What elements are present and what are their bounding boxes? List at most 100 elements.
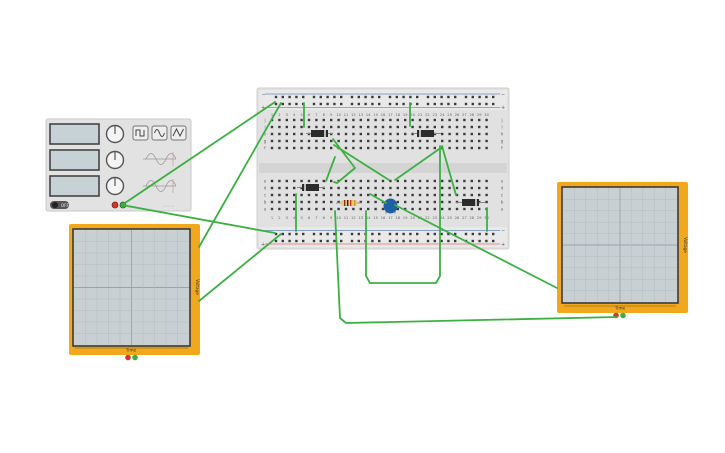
breadboard-hole[interactable] bbox=[404, 139, 407, 143]
breadboard-hole[interactable] bbox=[340, 232, 343, 236]
breadboard-hole[interactable] bbox=[448, 179, 451, 183]
breadboard-hole[interactable] bbox=[340, 95, 343, 99]
breadboard-hole[interactable] bbox=[374, 186, 377, 190]
breadboard-hole[interactable] bbox=[426, 118, 429, 122]
breadboard-hole[interactable] bbox=[389, 118, 392, 122]
breadboard-hole[interactable] bbox=[344, 186, 348, 190]
breadboard-hole[interactable] bbox=[295, 95, 298, 99]
breadboard-hole[interactable] bbox=[359, 118, 362, 122]
breadboard-hole[interactable] bbox=[293, 193, 296, 197]
probe-terminal-red[interactable] bbox=[125, 354, 131, 361]
function-generator[interactable]: OFF ▭ ▭ ▭ bbox=[45, 118, 192, 212]
breadboard-hole[interactable] bbox=[344, 193, 348, 197]
breadboard-hole[interactable] bbox=[409, 232, 412, 236]
breadboard-hole[interactable] bbox=[333, 102, 336, 106]
breadboard-hole[interactable] bbox=[359, 207, 362, 211]
breadboard-hole[interactable] bbox=[352, 193, 355, 197]
breadboard-hole[interactable] bbox=[402, 95, 405, 99]
breadboard-hole[interactable] bbox=[293, 179, 296, 183]
breadboard-hole[interactable] bbox=[418, 118, 422, 122]
breadboard-hole[interactable] bbox=[371, 102, 374, 106]
breadboard-hole[interactable] bbox=[433, 232, 436, 236]
breadboard-hole[interactable] bbox=[288, 95, 291, 99]
breadboard-hole[interactable] bbox=[492, 102, 495, 106]
breadboard-hole[interactable] bbox=[350, 95, 354, 99]
breadboard-hole[interactable] bbox=[463, 132, 466, 136]
breadboard-hole[interactable] bbox=[293, 125, 296, 129]
breadboard-hole[interactable] bbox=[411, 139, 414, 143]
breadboard-hole[interactable] bbox=[418, 200, 422, 204]
breadboard-hole[interactable] bbox=[426, 186, 429, 190]
breadboard-hole[interactable] bbox=[404, 186, 407, 190]
breadboard-hole[interactable] bbox=[312, 239, 316, 243]
breadboard-hole[interactable] bbox=[485, 232, 488, 236]
breadboard-hole[interactable] bbox=[340, 239, 343, 243]
breadboard-hole[interactable] bbox=[350, 239, 354, 243]
breadboard-hole[interactable] bbox=[470, 207, 473, 211]
breadboard-hole[interactable] bbox=[344, 139, 348, 143]
breadboard-hole[interactable] bbox=[389, 132, 392, 136]
breadboard-hole[interactable] bbox=[441, 193, 444, 197]
wire[interactable] bbox=[198, 233, 282, 302]
breadboard-hole[interactable] bbox=[344, 179, 348, 183]
breadboard-hole[interactable] bbox=[315, 125, 318, 129]
breadboard-hole[interactable] bbox=[285, 200, 288, 204]
breadboard-hole[interactable] bbox=[352, 118, 355, 122]
breadboard-hole[interactable] bbox=[404, 179, 407, 183]
breadboard-hole[interactable] bbox=[418, 193, 422, 197]
breadboard-hole[interactable] bbox=[270, 125, 274, 129]
breadboard-hole[interactable] bbox=[319, 102, 322, 106]
breadboard-hole[interactable] bbox=[293, 200, 296, 204]
breadboard-hole[interactable] bbox=[418, 139, 422, 143]
breadboard-hole[interactable] bbox=[371, 232, 374, 236]
breadboard-hole[interactable] bbox=[322, 200, 325, 204]
breadboard-hole[interactable] bbox=[433, 125, 436, 129]
breadboard-hole[interactable] bbox=[409, 95, 412, 99]
breadboard-hole[interactable] bbox=[470, 193, 473, 197]
oscilloscope-left[interactable]: Time Voltage bbox=[69, 224, 200, 361]
breadboard-hole[interactable] bbox=[333, 232, 336, 236]
breadboard-hole[interactable] bbox=[315, 179, 318, 183]
breadboard-hole[interactable] bbox=[374, 200, 377, 204]
breadboard-hole[interactable] bbox=[478, 186, 481, 190]
breadboard-hole[interactable] bbox=[322, 118, 325, 122]
wire[interactable] bbox=[369, 193, 387, 204]
breadboard-hole[interactable] bbox=[447, 239, 450, 243]
breadboard-hole[interactable] bbox=[485, 95, 488, 99]
breadboard-hole[interactable] bbox=[381, 118, 385, 122]
wire[interactable] bbox=[365, 145, 441, 284]
power-switch[interactable]: OFF bbox=[50, 201, 69, 209]
breadboard-hole[interactable] bbox=[330, 125, 333, 129]
breadboard-hole[interactable] bbox=[416, 232, 419, 236]
breadboard-hole[interactable] bbox=[285, 193, 288, 197]
breadboard-hole[interactable] bbox=[478, 125, 481, 129]
breadboard-hole[interactable] bbox=[441, 200, 444, 204]
wire[interactable] bbox=[334, 210, 618, 324]
breadboard-hole[interactable] bbox=[492, 239, 495, 243]
breadboard-hole[interactable] bbox=[455, 146, 459, 150]
breadboard-hole[interactable] bbox=[319, 239, 322, 243]
breadboard-hole[interactable] bbox=[433, 207, 436, 211]
breadboard-hole[interactable] bbox=[300, 125, 303, 129]
breadboard-hole[interactable] bbox=[381, 146, 385, 150]
breadboard-hole[interactable] bbox=[337, 132, 340, 136]
breadboard-hole[interactable] bbox=[388, 239, 392, 243]
breadboard-hole[interactable] bbox=[359, 132, 362, 136]
breadboard-hole[interactable] bbox=[448, 193, 451, 197]
breadboard-hole[interactable] bbox=[278, 146, 281, 150]
breadboard-hole[interactable] bbox=[389, 146, 392, 150]
breadboard-hole[interactable] bbox=[381, 193, 385, 197]
breadboard-hole[interactable] bbox=[281, 239, 284, 243]
breadboard-hole[interactable] bbox=[367, 200, 370, 204]
breadboard-hole[interactable] bbox=[463, 125, 466, 129]
wire[interactable] bbox=[333, 144, 390, 181]
breadboard-hole[interactable] bbox=[492, 95, 495, 99]
breadboard-hole[interactable] bbox=[337, 139, 340, 143]
breadboard-hole[interactable] bbox=[396, 186, 399, 190]
breadboard-holes[interactable] bbox=[270, 95, 495, 243]
breadboard-hole[interactable] bbox=[378, 232, 381, 236]
breadboard-hole[interactable] bbox=[288, 102, 291, 106]
breadboard-hole[interactable] bbox=[371, 95, 374, 99]
breadboard-hole[interactable] bbox=[330, 186, 333, 190]
breadboard-hole[interactable] bbox=[433, 200, 436, 204]
